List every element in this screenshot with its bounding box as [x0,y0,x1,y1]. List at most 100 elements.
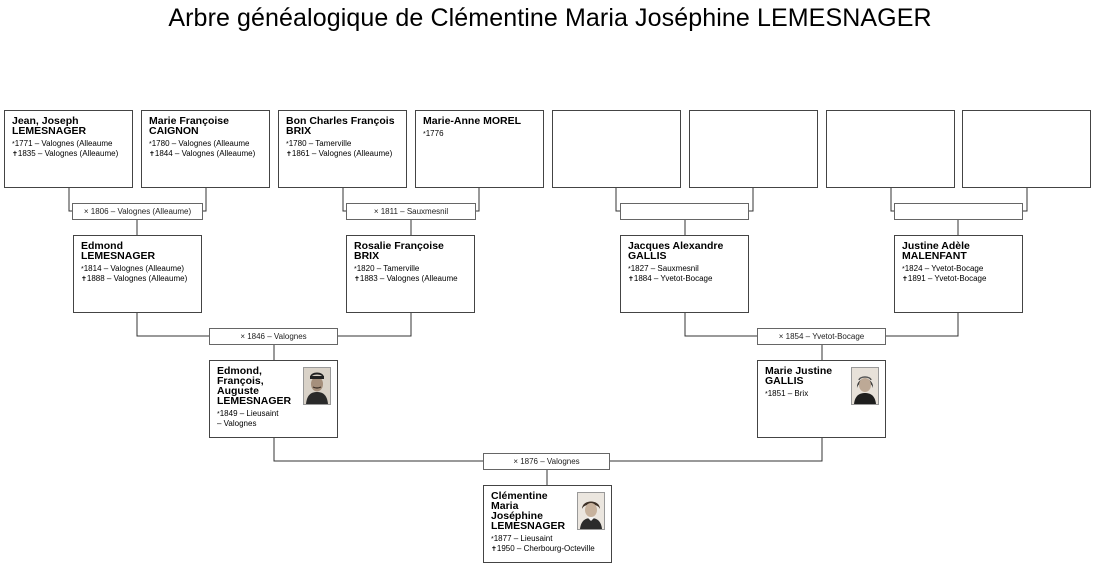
person-surname: LEMESNAGER [217,395,292,407]
death-event: ✝1883 – Valognes (Alleaume [354,274,467,285]
death-text: 1844 – Valognes (Alleaume) [154,148,256,158]
birth-event: *1780 – Valognes (Alleaume [149,139,262,150]
empty-person-card[interactable] [826,110,955,188]
person-surname: GALLIS [628,250,667,262]
person-given-name: Clémentine Maria Joséphine [491,490,548,522]
connector [684,312,959,337]
birth-text: 1780 – Tamerville [288,139,352,148]
death-event: ✝1891 – Yvetot-Bocage [902,274,1015,285]
birth-text: 1827 – Sauxmesnil [630,264,699,273]
page-title: Arbre généalogique de Clémentine Maria J… [168,4,932,32]
person-card[interactable]: Rosalie Françoise BRIX *1820 – Tamervill… [346,235,475,313]
person-surname: MOREL [483,115,522,127]
person-given-name: Rosalie Françoise [354,240,444,252]
birth-text: 1814 – Valognes (Alleaume) [83,264,185,273]
connector [68,187,207,212]
marriage-label [894,203,1023,220]
birth-symbol: * [217,411,220,418]
death-symbol: ✝ [81,275,87,283]
marriage-label [620,203,749,220]
birth-event: *1780 – Tamerville [286,139,399,150]
person-full-name: Rosalie Françoise BRIX [354,240,467,262]
person-given-name: Bon Charles François [286,115,395,127]
person-surname: BRIX [354,250,380,262]
connector [136,312,412,337]
death-symbol: ✝ [12,150,18,158]
death-text: 1835 – Valognes (Alleaume) [17,148,119,158]
birth-event: *1814 – Valognes (Alleaume) [81,264,194,275]
birth-text: 1820 – Tamerville [356,264,420,273]
empty-person-card[interactable] [689,110,818,188]
birth-symbol: * [423,131,426,138]
death-symbol: ✝ [491,545,497,553]
birth-symbol: * [149,141,152,148]
connector [890,187,1028,212]
portrait-photo [851,367,879,405]
birth-text: 1771 – Valognes (Alleaume [14,139,113,148]
person-card[interactable]: Marie Justine GALLIS *1851 – Brix [757,360,886,438]
person-surname: CAIGNON [149,125,199,137]
person-given-name: Marie Justine [765,365,833,377]
person-card[interactable]: Justine Adèle MALENFANT *1824 – Yvetot-B… [894,235,1023,313]
birth-text: 1849 – Lieusaint [219,409,279,418]
birth-symbol: * [628,266,631,273]
death-event: ✝1950 – Cherbourg-Octeville [491,543,604,555]
birth-text: 1776 [425,129,444,138]
birth-event: *1827 – Sauxmesnil [628,264,741,275]
marriage-label: × 1876 – Valognes [483,453,610,470]
marriage-label: × 1846 – Valognes [209,328,338,345]
portrait-photo [577,492,605,530]
connector [615,187,754,212]
person-card[interactable]: Edmond LEMESNAGER *1814 – Valognes (Alle… [73,235,202,313]
connector [273,344,823,360]
connector [342,187,480,212]
birth-symbol: * [491,536,494,543]
birth-event: *1820 – Tamerville [354,264,467,275]
birth-text: 1877 – Lieusaint [493,534,553,543]
death-event: ✝1844 – Valognes (Alleaume) [149,148,262,160]
person-given-name: Marie Françoise [149,115,229,127]
birth-event: *1851 – Brix [765,389,878,400]
person-surname: BRIX [286,125,312,137]
death-event: ✝1884 – Yvetot-Bocage [628,273,741,285]
person-card-root[interactable]: Clémentine Maria Joséphine LEMESNAGER *1… [483,485,612,563]
marriage-label: × 1806 – Valognes (Alleaume) [72,203,203,220]
empty-person-card[interactable] [962,110,1091,188]
marriage-label: × 1854 – Yvetot-Bocage [757,328,886,345]
person-surname: LEMESNAGER [491,520,566,532]
marriage-label: × 1811 – Sauxmesnil [346,203,476,220]
death-text: 1884 – Yvetot-Bocage [633,273,713,283]
birth-symbol: * [902,266,905,273]
connector [136,219,959,235]
person-card[interactable]: Marie-Anne MOREL *1776 [415,110,544,188]
death-event: ✝1861 – Valognes (Alleaume) [286,148,399,160]
birth-event: *1824 – Yvetot-Bocage [902,264,1015,275]
person-given-name: Edmond, François, Auguste [217,365,264,397]
death-event: ✝1888 – Valognes (Alleaume) [81,274,194,285]
person-card[interactable]: Marie Françoise CAIGNON *1780 – Valognes… [141,110,270,188]
person-card[interactable]: Bon Charles François BRIX *1780 – Tamerv… [278,110,407,188]
birth-symbol: * [286,141,289,148]
connector [273,437,823,462]
person-given-name: Marie-Anne [423,115,481,127]
empty-person-card[interactable] [552,110,681,188]
death-text: 1950 – Cherbourg-Octeville [496,543,595,553]
person-card[interactable]: Jacques Alexandre GALLIS *1827 – Sauxmes… [620,235,749,313]
birth-event: *1877 – Lieusaint [491,534,604,545]
person-surname: MALENFANT [902,250,967,262]
birth-symbol: * [354,266,357,273]
birth-place-continued: – Valognes [217,418,257,428]
birth-symbol: * [765,391,768,398]
birth-event: *1849 – Lieusaint [217,409,330,420]
death-event: ✝1835 – Valognes (Alleaume) [12,148,125,160]
person-card[interactable]: Edmond, François, Auguste LEMESNAGER *18… [209,360,338,438]
death-symbol: ✝ [628,275,634,283]
death-symbol: ✝ [902,275,908,283]
birth-text: 1851 – Brix [767,389,809,398]
death-text: 1861 – Valognes (Alleaume) [291,148,393,158]
person-given-name: Justine Adèle [902,240,970,252]
person-surname: LEMESNAGER [12,125,87,137]
person-card[interactable]: Jean, Joseph LEMESNAGER *1771 – Valognes… [4,110,133,188]
person-given-name: Edmond [81,240,123,252]
